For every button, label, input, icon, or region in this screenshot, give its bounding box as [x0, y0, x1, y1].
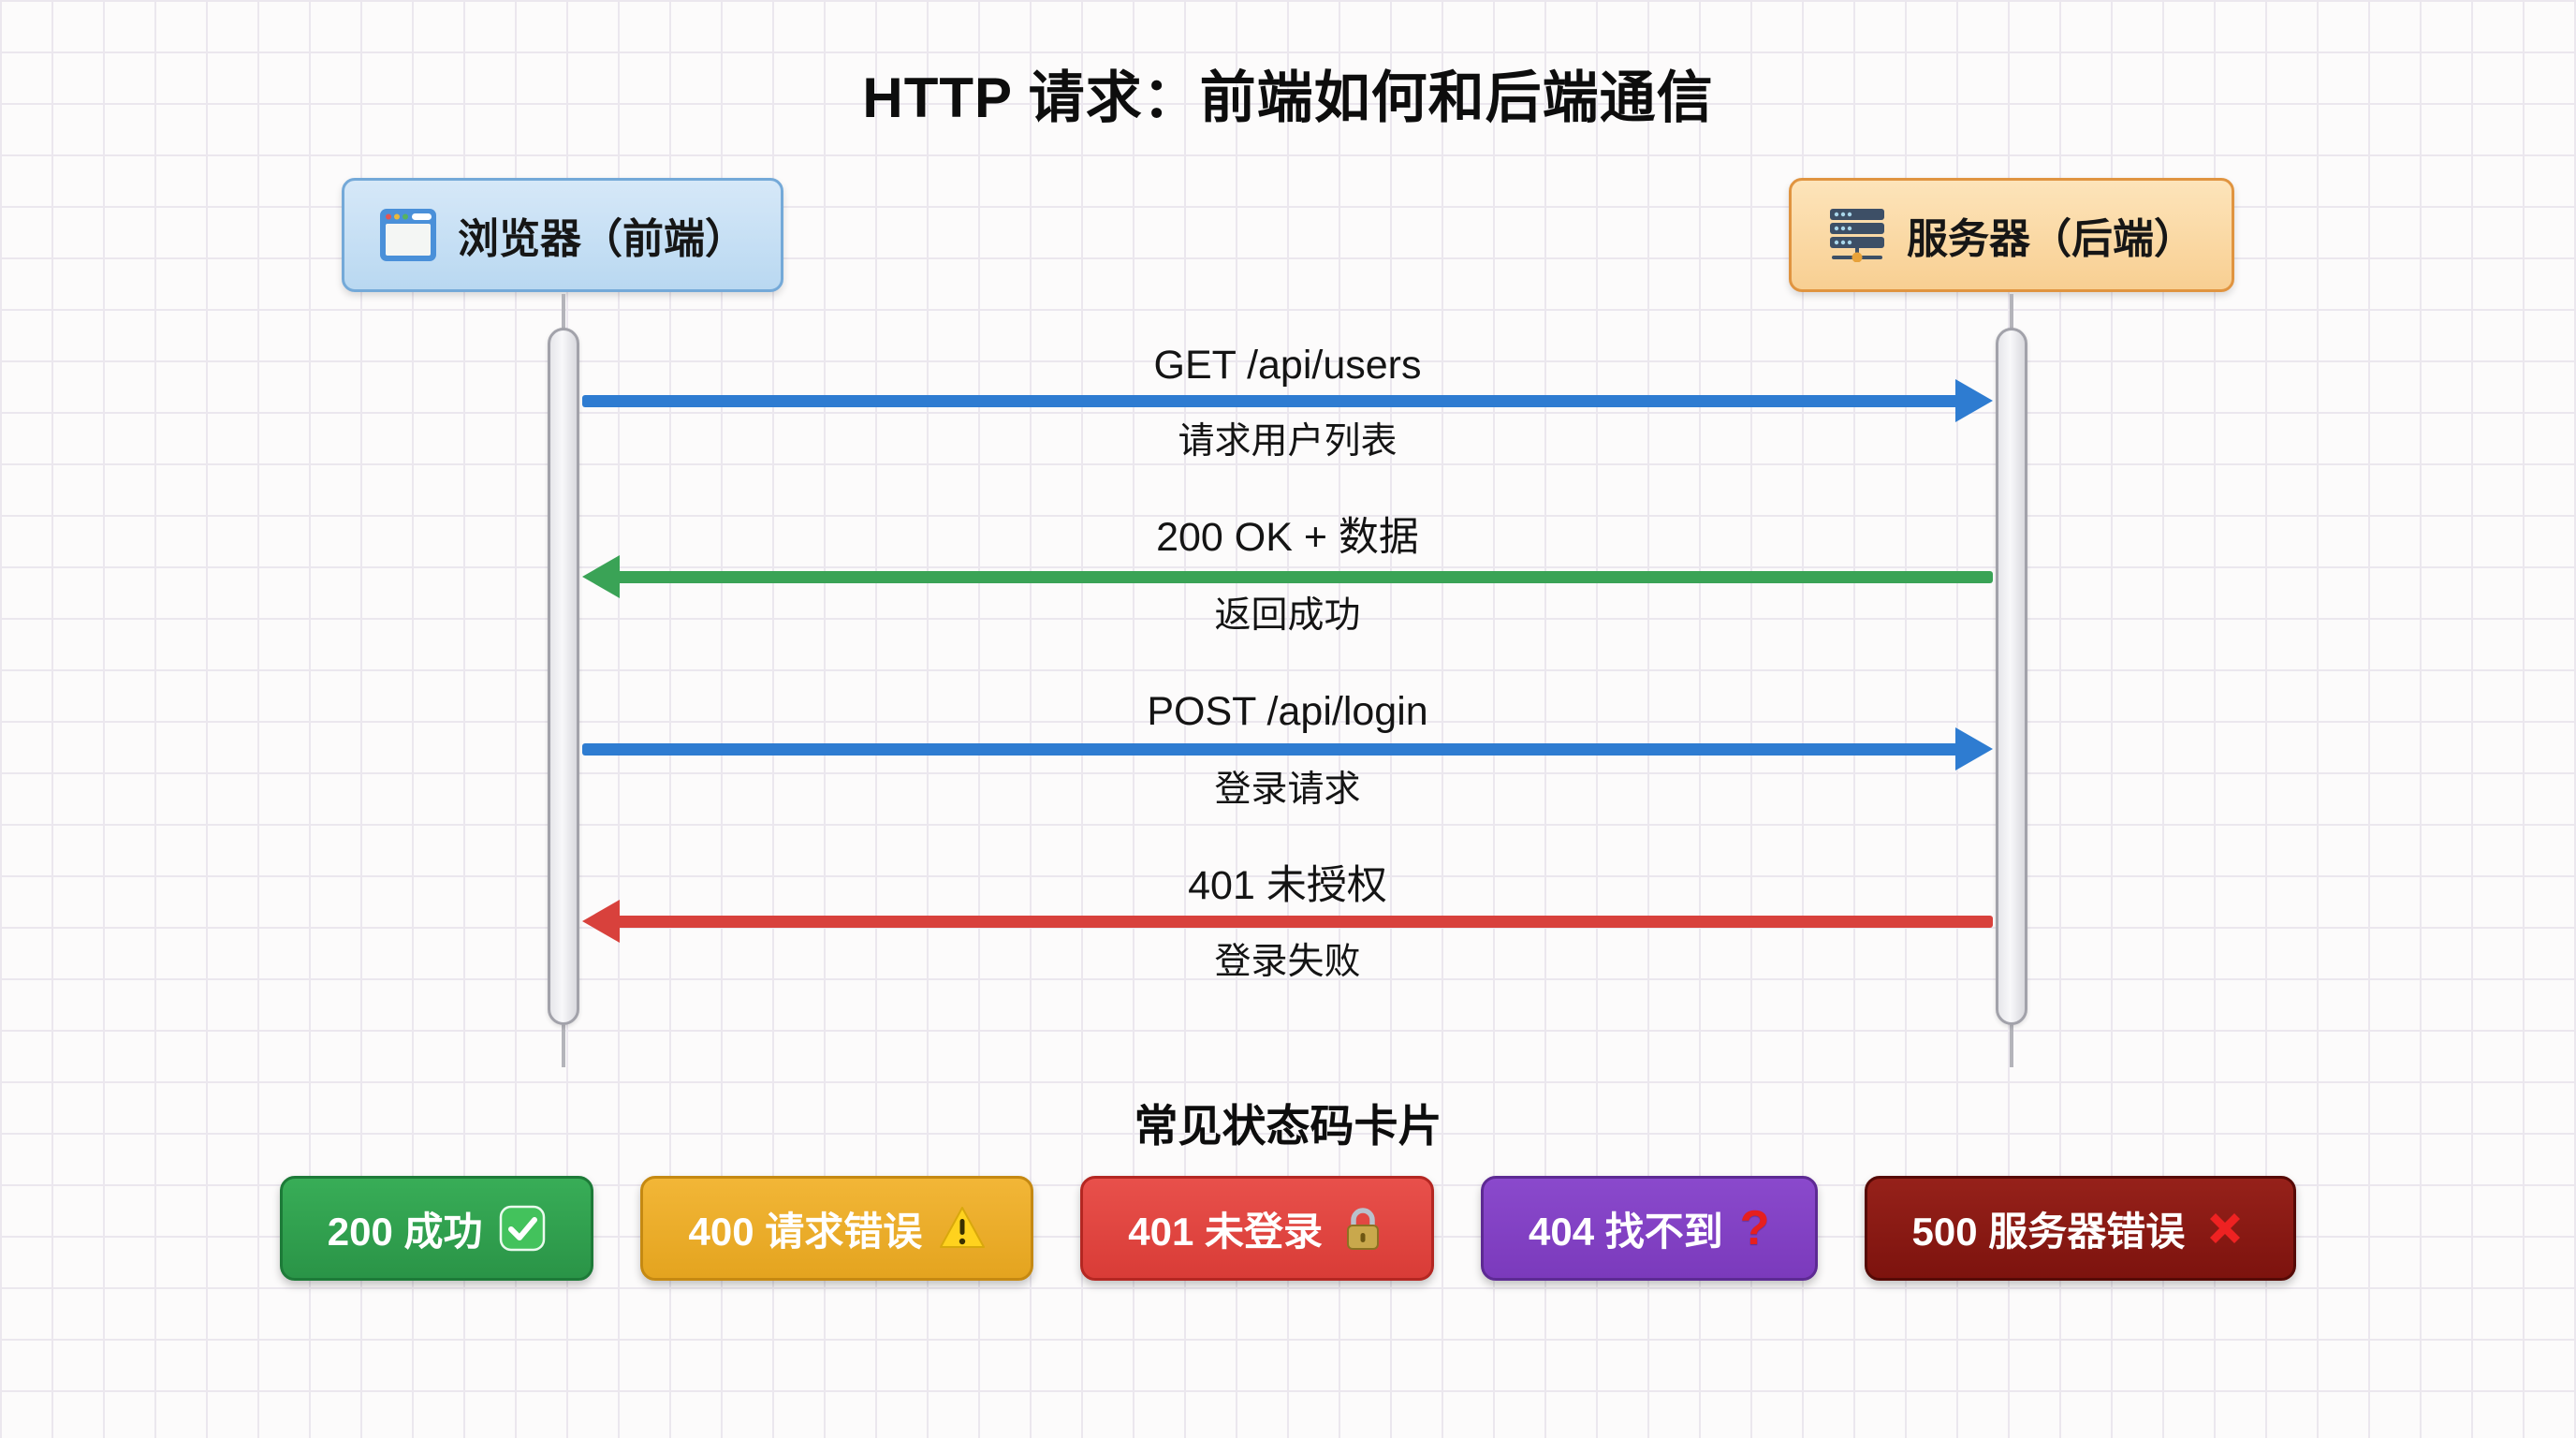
message-label: GET /api/users	[1153, 343, 1422, 388]
actor-server-label: 服务器（后端）	[1907, 216, 2195, 262]
arrow-head-icon	[582, 900, 620, 943]
request-arrow	[582, 379, 1993, 422]
status-cards-heading: 常见状态码卡片	[1134, 1101, 1442, 1151]
message-label: 401 未授权	[1188, 863, 1387, 908]
message-label: 200 OK + 数据	[1156, 515, 1419, 560]
question-icon: ?	[1739, 1201, 1770, 1255]
arrow-head-icon	[582, 555, 620, 598]
arrow-head-icon	[1955, 727, 1993, 770]
status-cards-row: 200 成功 400 请求错误 401 未登录 404 找不到	[0, 1176, 2576, 1281]
status-card-label: 401 未登录	[1128, 1209, 1323, 1254]
activation-bar-browser	[548, 328, 579, 1025]
message-sublabel: 请求用户列表	[1178, 421, 1398, 462]
message-sublabel: 返回成功	[1214, 595, 1361, 636]
status-card-200: 200 成功	[279, 1176, 594, 1281]
status-card-401: 401 未登录	[1080, 1176, 1434, 1281]
request-arrow	[582, 727, 1993, 770]
browser-window-icon	[380, 209, 436, 261]
message-label: POST /api/login	[1147, 689, 1428, 734]
arrow-shaft	[614, 571, 1993, 583]
lock-icon	[1346, 1208, 1379, 1250]
arrow-head-icon	[1955, 379, 1993, 422]
page-title: HTTP 请求：前端如何和后端通信	[862, 66, 1714, 129]
arrow-shaft	[614, 916, 1993, 928]
status-card-label: 400 请求错误	[688, 1209, 923, 1254]
check-icon	[500, 1205, 546, 1252]
activation-bar-server	[1996, 328, 2027, 1025]
status-card-label: 500 服务器错误	[1911, 1209, 2186, 1254]
response-arrow	[582, 555, 1993, 598]
message-sublabel: 登录失败	[1214, 942, 1361, 982]
actor-browser: 浏览器（前端）	[342, 178, 783, 292]
actor-server: 服务器（后端）	[1789, 178, 2234, 292]
status-card-404: 404 找不到 ?	[1480, 1176, 1818, 1281]
actor-browser-label: 浏览器（前端）	[458, 216, 746, 262]
warning-icon	[940, 1207, 986, 1248]
error-arrow	[582, 900, 1993, 943]
arrow-shaft	[582, 743, 1961, 756]
status-card-400: 400 请求错误	[640, 1176, 1034, 1281]
status-card-500: 500 服务器错误	[1864, 1176, 2297, 1281]
status-card-label: 404 找不到	[1528, 1209, 1723, 1254]
status-card-label: 200 成功	[327, 1209, 483, 1254]
arrow-shaft	[582, 395, 1961, 407]
server-rack-icon	[1830, 209, 1884, 262]
cross-icon	[2210, 1213, 2241, 1243]
message-sublabel: 登录请求	[1214, 770, 1361, 810]
